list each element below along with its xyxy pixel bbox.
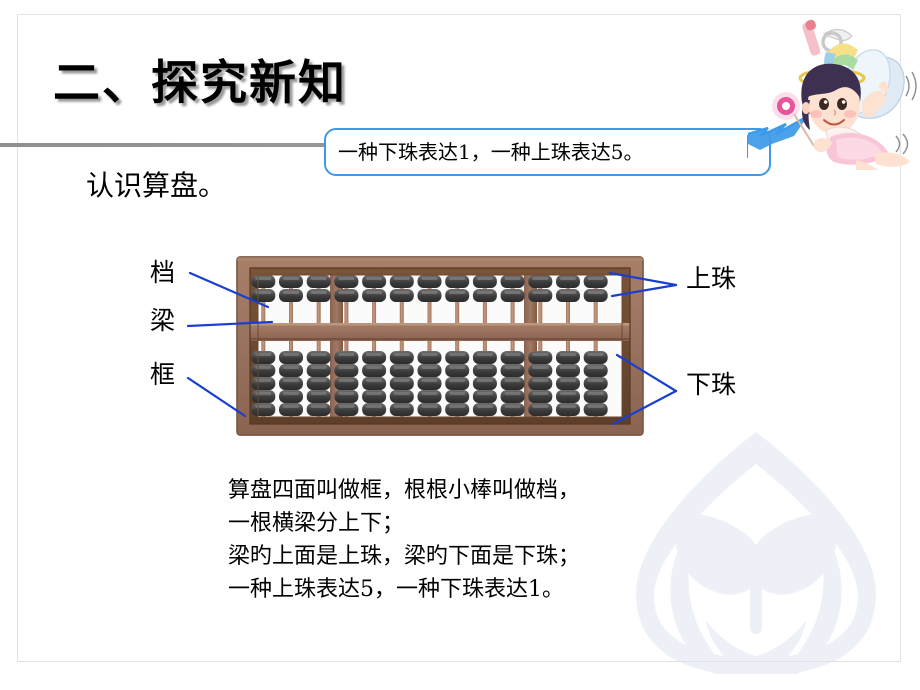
- verse-line-1: 算盘四面叫做框，根根小棒叫做档，: [228, 478, 581, 503]
- abacus-illustration: [236, 256, 644, 436]
- callout-tail-pointer-icon: [747, 114, 809, 158]
- verse-line-2: 一根横梁分上下；: [228, 511, 405, 536]
- page-title: 二、探究新知: [53, 56, 347, 111]
- verse-line-4: 一种上珠表达5，一种下珠表达1。: [228, 577, 564, 602]
- subheading: 认识算盘。: [86, 169, 227, 202]
- verse-line-3: 梁旳上面是上珠，梁旳下面是下珠；: [228, 544, 581, 569]
- speech-callout-box: [324, 128, 771, 176]
- verse-block: 算盘四面叫做框，根根小棒叫做档， 一根横梁分上下； 梁旳上面是上珠，梁旳下面是下…: [228, 474, 658, 606]
- speech-callout-text: 一种下珠表达1，一种上珠表达5。: [338, 140, 644, 164]
- fairy-character-illustration: [772, 19, 917, 170]
- label-beam: 梁: [150, 306, 176, 335]
- label-lower-bead: 下珠: [686, 370, 737, 399]
- label-upper-bead: 上珠: [686, 264, 737, 293]
- label-frame: 框: [150, 360, 176, 389]
- label-rod: 档: [150, 258, 176, 287]
